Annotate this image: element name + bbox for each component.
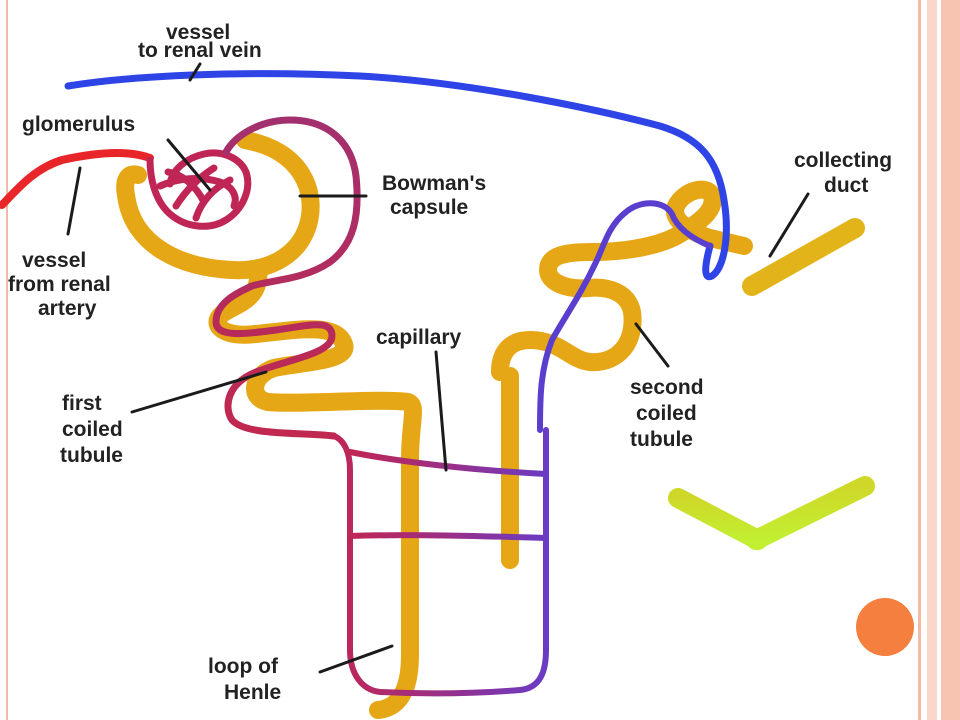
- leader-glomerulus: [166, 138, 212, 192]
- duct-branch-lower-left: [668, 488, 768, 550]
- label-bowmans-capsule-line1: Bowman's: [382, 172, 486, 195]
- capillary-rung-2: [347, 532, 549, 541]
- capillary-coil-path: [212, 116, 361, 440]
- label-vessel-to-renal-vein-line2: to renal vein: [138, 39, 262, 62]
- duct-branch-upper-right: [742, 218, 865, 296]
- leader-loop-of-henle: [318, 644, 394, 674]
- label-second-coiled-tubule-line3: tubule: [630, 428, 693, 451]
- slide-accent-dot: [856, 598, 914, 656]
- capillary-around-loop: [331, 427, 549, 697]
- slide-border-stripe: [927, 0, 937, 720]
- label-loop-of-henle-line1: loop of: [208, 655, 279, 678]
- leader-second-coiled: [634, 322, 670, 368]
- label-first-coiled-tubule-line3: tubule: [60, 444, 123, 467]
- label-collecting-duct-line2: duct: [824, 174, 868, 197]
- label-first-coiled-tubule-line2: coiled: [62, 418, 123, 441]
- collecting-duct: [668, 89, 875, 720]
- label-first-coiled-tubule-line1: first: [62, 392, 102, 415]
- label-glomerulus: glomerulus: [22, 113, 135, 136]
- duct-branch-lower-right: [746, 476, 875, 550]
- leader-capillary: [434, 350, 448, 472]
- slide-border-right: [918, 0, 921, 720]
- leader-vein: [188, 62, 202, 82]
- vessel-to-renal-vein-line: [64, 70, 730, 281]
- leader-first-coiled: [130, 370, 268, 414]
- label-vessel-from-renal-artery-line3: artery: [38, 297, 97, 320]
- capillary-blue-descending: [537, 200, 713, 433]
- second-coiled-tubule-shape: [491, 180, 753, 381]
- bowmans-capsule-shape: [116, 131, 320, 280]
- slide-border-stripe-outer: [941, 0, 960, 720]
- leader-collecting-duct: [768, 192, 810, 258]
- glomerulus: [146, 149, 252, 230]
- vessel-from-renal-artery-line: [0, 148, 154, 209]
- label-bowmans-capsule-line2: capsule: [390, 196, 468, 219]
- label-second-coiled-tubule-line2: coiled: [636, 402, 697, 425]
- leader-artery: [66, 166, 82, 236]
- label-capillary: capillary: [376, 326, 462, 349]
- renal-artery-vessel: [0, 148, 154, 209]
- diagram-labels: vessel to renal vein glomerulus Bowman's…: [8, 21, 892, 704]
- capillary-rung-1: [347, 449, 549, 477]
- leader-lines: [66, 62, 810, 674]
- renal-vein-vessel: [64, 70, 730, 433]
- label-vessel-to-renal-vein-line1: vessel: [166, 21, 230, 44]
- label-vessel-from-renal-artery-line1: vessel: [22, 249, 86, 272]
- capillary-network: [212, 116, 549, 697]
- label-vessel-from-renal-artery-line2: from renal: [8, 273, 111, 296]
- label-collecting-duct-line1: collecting: [794, 149, 892, 172]
- label-loop-of-henle-line2: Henle: [224, 681, 281, 704]
- slide-border-left: [6, 0, 8, 720]
- label-second-coiled-tubule-line1: second: [630, 376, 704, 399]
